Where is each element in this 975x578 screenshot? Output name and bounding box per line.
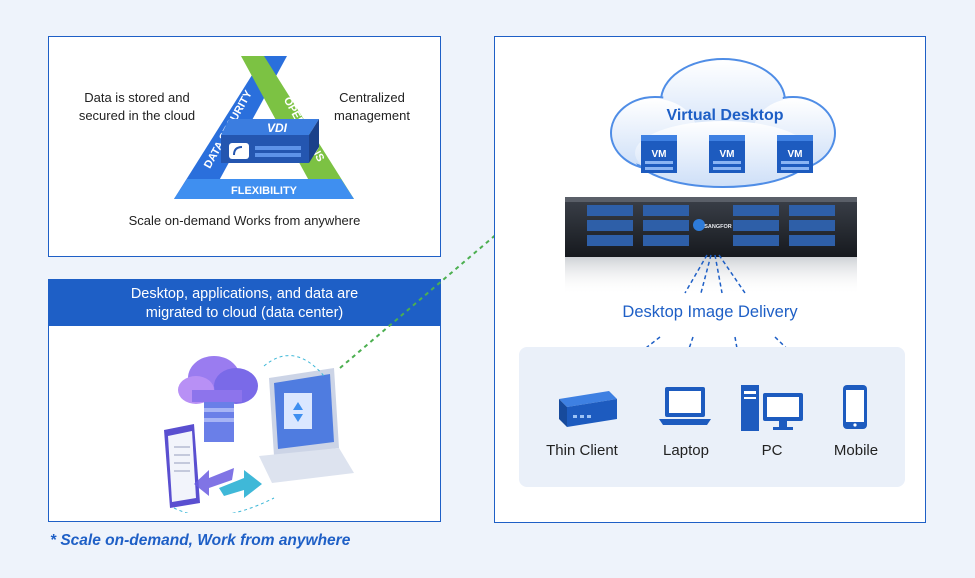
flexibility-side [174,179,354,199]
migration-panel: Desktop, applications, and data are migr… [48,279,441,522]
vdi-device-icon: VDI [221,119,319,163]
pc-icon [741,385,803,431]
caption-line: secured in the cloud [78,108,196,123]
vm-label: VM [720,149,735,160]
vm-label: VM [652,149,667,160]
cloud-icon [178,356,258,442]
vdi-triangle: DATA SECURITY OPERATIONS FLEXIBILITY VDI [174,56,354,199]
thin-client-label: Thin Client [546,442,618,459]
vm-box-icon: VM [777,135,813,173]
operations-caption: Centralized management [317,89,427,125]
thin-client-icon [559,391,617,427]
virtual-desktop-panel: Virtual Desktop VM VM VM [494,36,926,523]
vm-box-icon: VM [709,135,745,173]
laptop-label: Laptop [663,442,709,459]
delivery-label: Desktop Image Delivery [622,303,798,321]
laptop-icon [659,387,711,425]
vm-group: VM VM VM [641,135,813,173]
caption-line: Data is stored and [84,90,190,105]
server-brand-label: SANGFOR [704,224,732,230]
server-rack-icon: SANGFOR [565,197,857,295]
migration-banner: Desktop, applications, and data are migr… [49,280,440,326]
vdi-bottom-caption: Scale on-demand Works from anywhere [128,213,361,228]
mobile-icon [843,385,867,429]
caption-line: Centralized [339,90,405,105]
caption-line: management [334,108,410,123]
pc-label: PC [761,442,783,459]
sync-arrow-icon [194,468,262,498]
vdi-benefits-panel: Data is stored and secured in the cloud … [48,36,441,257]
vm-box-icon: VM [641,135,677,173]
phone-illustration-icon [164,424,200,508]
data-security-caption: Data is stored and secured in the cloud [67,89,207,125]
footnote: * Scale on-demand, Work from anywhere [50,532,351,549]
mobile-label: Mobile [833,442,879,459]
virtual-desktop-title: Virtual Desktop [666,107,784,124]
banner-line: Desktop, applications, and data are [130,286,359,302]
migration-illustration [164,355,354,513]
devices-group: Thin Client Laptop PC Mobile [519,347,905,487]
vm-label: VM [788,149,803,160]
flexibility-label: FLEXIBILITY [231,185,298,197]
banner-line: migrated to cloud (data center) [145,305,344,321]
vdi-label: VDI [267,121,288,135]
laptop-illustration-icon [259,368,354,483]
